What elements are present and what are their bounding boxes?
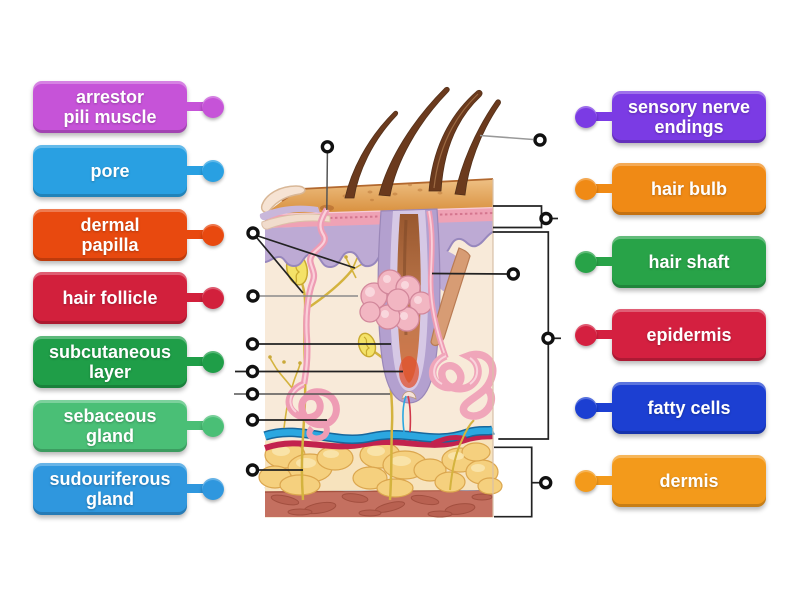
label-text: hair bulb	[651, 178, 727, 199]
label-connector-stem	[186, 293, 204, 302]
target-pore[interactable]	[320, 140, 335, 154]
label-connector-knob	[575, 470, 597, 492]
label-pore[interactable]: pore	[33, 145, 224, 197]
label-connector-stem	[186, 102, 204, 111]
label-text: hair follicle	[62, 287, 158, 308]
label-connector-knob	[202, 160, 224, 182]
label-connector-knob	[575, 178, 597, 200]
target-subcutaneous-layer[interactable]	[539, 476, 553, 490]
sebaceous-gland	[359, 269, 433, 332]
label-connector-knob	[575, 324, 597, 346]
target-fatty-cells[interactable]	[245, 463, 260, 477]
label-text: fatty cells	[647, 397, 731, 418]
label-connector-stem	[186, 230, 204, 239]
skin-flap	[259, 185, 331, 230]
label-text: hair shaft	[648, 251, 730, 272]
target-dermal-papilla[interactable]	[245, 387, 260, 401]
label-connector-knob	[202, 287, 224, 309]
label-hair-follicle[interactable]: hair follicle	[33, 272, 224, 324]
label-connector-knob	[202, 351, 224, 373]
label-connector-stem	[186, 166, 204, 175]
target-hair-bulb[interactable]	[245, 364, 260, 379]
label-text: sudouriferous gland	[49, 468, 171, 509]
hair-bulb	[399, 356, 419, 388]
target-sensory-nerve-endings[interactable]	[246, 226, 260, 240]
deep-tissue-layer	[264, 489, 494, 518]
target-hair-follicle[interactable]	[245, 337, 260, 351]
label-connector-knob	[575, 106, 597, 128]
drop-targets	[245, 133, 555, 490]
subcutaneous-fat-layer	[258, 438, 503, 498]
target-sudouriferous-gland[interactable]	[245, 413, 260, 427]
label-connector-stem	[595, 112, 613, 121]
label-sensory-nerve-endings[interactable]: sensory nerve endings	[575, 91, 766, 143]
label-text: sebaceous gland	[63, 405, 157, 446]
label-dermal-papilla[interactable]: dermal papilla	[33, 209, 224, 261]
label-connector-stem	[595, 184, 613, 193]
skin-illustration	[258, 86, 503, 518]
label-subcutaneous-layer[interactable]: subcutaneous layer	[33, 336, 224, 388]
sudouriferous-gland-right	[429, 350, 497, 420]
label-sudouriferous-gland[interactable]: sudouriferous gland	[33, 463, 224, 515]
label-connector-knob	[202, 415, 224, 437]
label-text: pore	[90, 160, 130, 181]
sweat-duct-right	[426, 210, 449, 359]
label-text: sensory nerve endings	[627, 96, 751, 137]
label-connector-stem	[186, 357, 204, 366]
label-text: epidermis	[646, 324, 732, 345]
label-text: dermis	[659, 470, 719, 491]
sudouriferous-gland-left	[285, 380, 340, 442]
label-connector-knob	[575, 251, 597, 273]
label-connector-knob	[202, 224, 224, 246]
label-sebaceous-gland[interactable]: sebaceous gland	[33, 400, 224, 452]
label-text: dermal papilla	[80, 214, 140, 255]
label-connector-stem	[186, 421, 204, 430]
label-fatty-cells[interactable]: fatty cells	[575, 382, 766, 434]
label-connector-knob	[202, 478, 224, 500]
label-arrestor-pili-muscle[interactable]: arrestor pili muscle	[33, 81, 224, 133]
label-connector-stem	[186, 484, 204, 493]
label-connector-knob	[202, 96, 224, 118]
target-dermis[interactable]	[541, 331, 555, 345]
label-connector-stem	[595, 257, 613, 266]
target-hair-shaft[interactable]	[533, 133, 547, 147]
label-hair-bulb[interactable]: hair bulb	[575, 163, 766, 215]
label-dermis[interactable]: dermis	[575, 455, 766, 507]
label-hair-shaft[interactable]: hair shaft	[575, 236, 766, 288]
label-connector-stem	[595, 476, 613, 485]
target-arrestor-pili-muscle[interactable]	[506, 267, 520, 281]
label-connector-stem	[595, 403, 613, 412]
label-connector-knob	[575, 397, 597, 419]
label-connector-stem	[595, 330, 613, 339]
target-sebaceous-gland[interactable]	[246, 289, 260, 303]
label-text: arrestor pili muscle	[63, 86, 157, 127]
arrector-pili-muscle	[430, 247, 471, 347]
hair-shafts	[344, 86, 501, 199]
label-text: subcutaneous layer	[48, 341, 172, 382]
target-epidermis[interactable]	[539, 211, 553, 226]
label-epidermis[interactable]: epidermis	[575, 309, 766, 361]
